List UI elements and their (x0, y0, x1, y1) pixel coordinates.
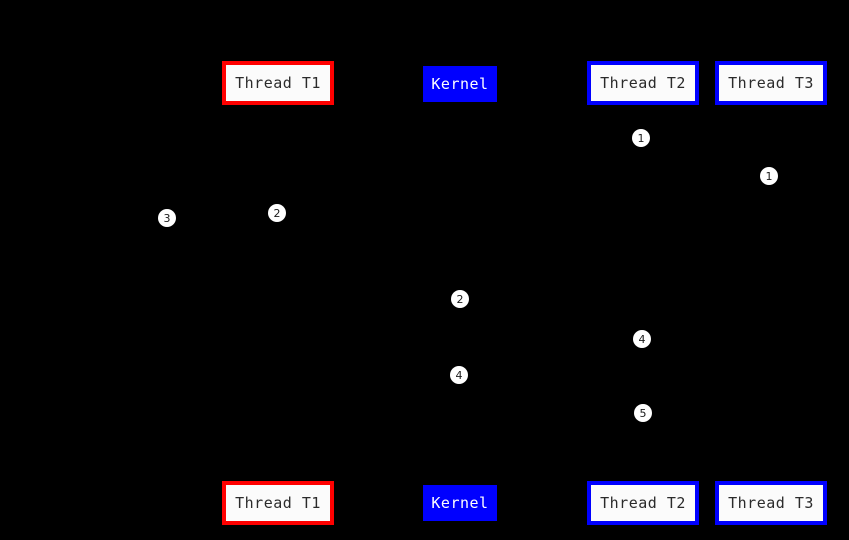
message-arrow-3 (278, 225, 460, 231)
step-badge: 1 (632, 129, 650, 147)
message-arrow-6 (460, 386, 643, 392)
participant-thread-t1-bottom[interactable]: Thread T1 (222, 481, 334, 525)
lifeline-thread-t2 (643, 105, 644, 481)
participant-kernel-bottom[interactable]: Kernel (423, 485, 497, 521)
lifeline-thread-t3 (771, 105, 772, 481)
message-arrow-4 (278, 310, 460, 316)
message-arrow-5 (460, 350, 643, 356)
message-arrow-1 (643, 149, 771, 155)
step-badge: 5 (634, 404, 652, 422)
participant-thread-t2-top[interactable]: Thread T2 (587, 61, 699, 105)
participant-thread-t3-bottom[interactable]: Thread T3 (715, 481, 827, 525)
step-badge: 1 (760, 167, 778, 185)
participant-thread-t1-top[interactable]: Thread T1 (222, 61, 334, 105)
step-badge: 4 (633, 330, 651, 348)
step-badge: 2 (451, 290, 469, 308)
lifeline-thread-t1 (278, 105, 279, 481)
participant-thread-t2-bottom[interactable]: Thread T2 (587, 481, 699, 525)
participant-kernel-top[interactable]: Kernel (423, 66, 497, 102)
step-badge: 2 (268, 204, 286, 222)
message-arrow-2 (643, 187, 771, 193)
message-arrow-7 (643, 424, 771, 430)
step-badge: 4 (450, 366, 468, 384)
participant-thread-t3-top[interactable]: Thread T3 (715, 61, 827, 105)
step-badge: 3 (158, 209, 176, 227)
